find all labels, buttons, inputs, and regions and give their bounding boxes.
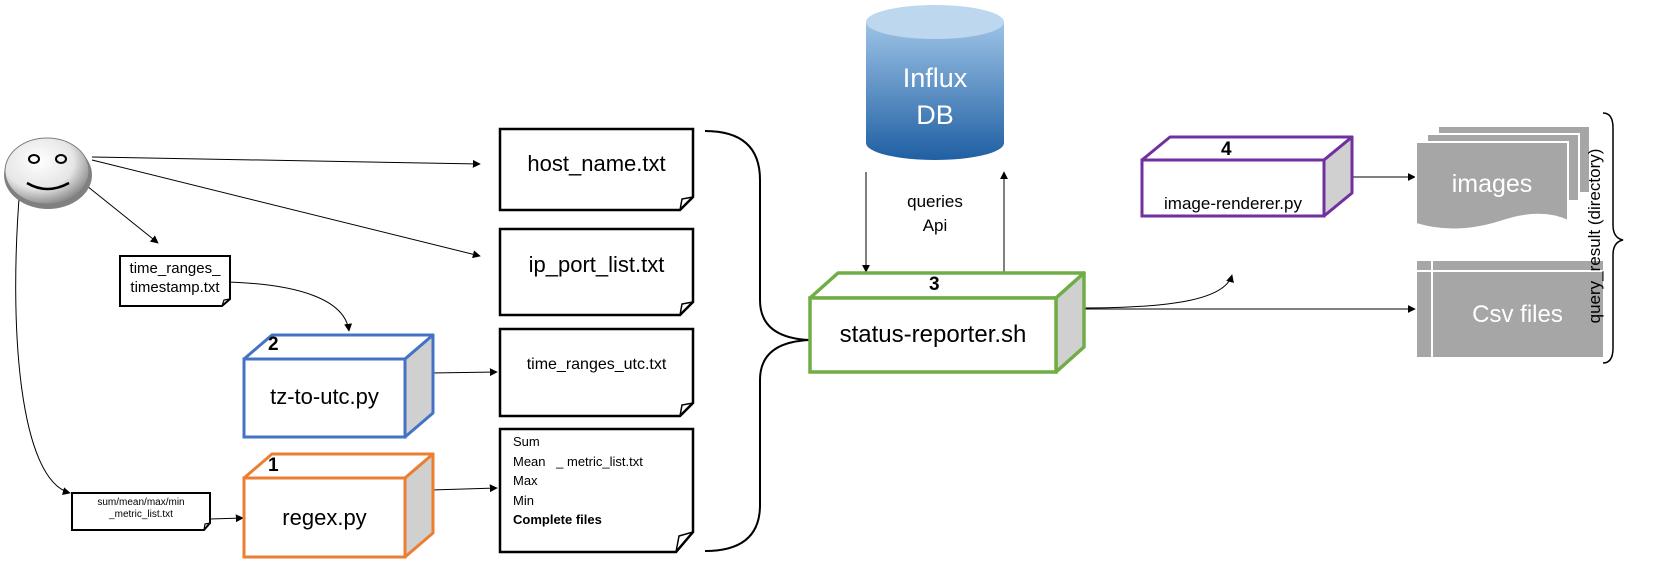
metric-max-label: Max (513, 473, 538, 488)
metric-list-suffix: _ metric_list.txt (556, 453, 643, 469)
script-image-renderer (1140, 135, 1354, 218)
regex-number: 1 (268, 455, 279, 476)
image-renderer-number: 4 (1221, 139, 1232, 160)
metric-input-line2: _metric_list.txt (109, 509, 173, 520)
api-label: Api (922, 216, 948, 235)
time-ranges-timestamp-line1: time_ranges_ (129, 260, 221, 277)
ip-port-list-label: ip_port_list.txt (528, 252, 665, 277)
metric-mean-row: Mean _ metric_list.txt (513, 452, 643, 472)
time-ranges-timestamp-label: time_ranges_ timestamp.txt (120, 259, 230, 297)
influx-db-line1: Influx (902, 63, 968, 93)
tz-to-utc-label: tz-to-utc.py (270, 384, 379, 409)
tz-to-utc-number: 2 (268, 334, 279, 355)
arrow-user-to-time-ranges (81, 181, 159, 244)
arrow-regex-to-metric-list (430, 484, 498, 493)
arrow-metric-input-to-regex (209, 514, 244, 523)
queries-label: queries (907, 192, 963, 211)
doc-time-ranges-utc (498, 327, 695, 418)
host-name-label: host_name.txt (527, 151, 666, 176)
directory-bracket (1602, 112, 1624, 364)
arrow-user-to-ip-port (91, 159, 481, 259)
images-label: images (1451, 170, 1533, 198)
connectors (15, 156, 1416, 523)
status-reporter-number: 3 (929, 274, 940, 295)
arrow-user-to-metric-input (15, 185, 71, 496)
image-renderer-label: image-renderer.py (1164, 194, 1302, 213)
regex-label: regex.py (282, 505, 367, 530)
metric-complete-label: Complete files (513, 512, 602, 527)
status-reporter-label: status-reporter.sh (839, 321, 1027, 348)
metric-input-line1: sum/mean/max/min (97, 497, 185, 508)
influx-db-cylinder (866, 5, 1004, 160)
influx-db-line2: DB (916, 100, 954, 130)
images-output-shape (1415, 125, 1591, 231)
script-tz-to-utc (242, 333, 435, 439)
script-status-reporter (808, 271, 1086, 374)
files-group-brace (704, 130, 811, 552)
doc-ip-port-list (498, 227, 695, 317)
doc-metric-input (71, 492, 211, 531)
arrow-status-to-image-renderer (1081, 274, 1234, 309)
time-ranges-timestamp-line2: timestamp.txt (130, 279, 220, 296)
metric-list-text: Sum Mean _ metric_list.txt Max Min Compl… (513, 432, 643, 530)
query-result-directory-label: query_result (directory) (1585, 148, 1604, 324)
metric-input-label: sum/mean/max/min _metric_list.txt (72, 497, 210, 521)
arrow-tz-to-time-utc (430, 368, 498, 377)
metric-sum-label: Sum (513, 434, 540, 449)
arrow-user-to-host-name (91, 156, 481, 168)
metric-min-label: Min (513, 492, 534, 508)
api-labels: queries Api (880, 190, 990, 238)
csv-files-label: Csv files (1472, 301, 1563, 328)
script-regex (242, 452, 435, 559)
influx-db-label: Influx DB (866, 60, 1004, 134)
metric-mean-label: Mean (513, 453, 546, 469)
doc-time-ranges-timestamp (119, 255, 231, 307)
csv-output-shape (1417, 261, 1603, 357)
doc-host-name (498, 127, 695, 212)
doc-metric-list (498, 427, 695, 554)
time-ranges-utc-label: time_ranges_utc.txt (526, 356, 667, 373)
arrow-time-ranges-to-tz (225, 281, 353, 332)
smiley-face-icon (4, 137, 92, 209)
